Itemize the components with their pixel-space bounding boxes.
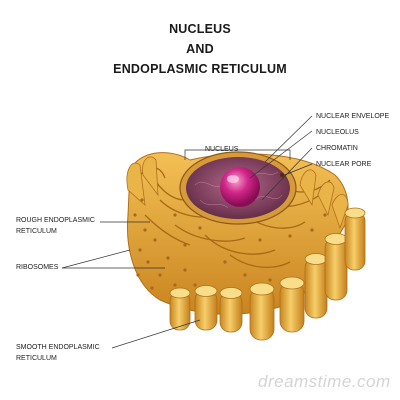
nucleolus-highlight [227,175,239,183]
watermark: dreamstime.com [258,372,391,391]
nuclear-pore [279,172,285,178]
chromatin [194,171,283,209]
label-chromatin: CHROMATIN [316,145,358,152]
title-line-1: NUCLEUS [169,22,231,36]
label-nucleolus: NUCLEOLUS [316,129,359,136]
label-nuclear-pore: NUCLEAR PORE [316,161,372,168]
title-line-3: ENDOPLASMIC RETICULUM [113,62,287,76]
label-rough-er-line2: RETICULUM [16,228,57,235]
label-ribosomes: RIBOSOMES [16,264,59,271]
nucleolus [220,167,260,207]
label-nuclear-envelope: NUCLEAR ENVELOPE [316,113,390,120]
label-nucleus: NUCLEUS [205,146,239,153]
label-smooth-er-line1: SMOOTH ENDOPLASMIC [16,344,100,351]
title-line-2: AND [186,42,214,56]
label-rough-er-line1: ROUGH ENDOPLASMIC [16,217,95,224]
leader-lines [61,115,313,349]
smooth-er-tubes [169,207,366,341]
label-smooth-er-line2: RETICULUM [16,355,57,362]
er-flaps [126,156,349,230]
